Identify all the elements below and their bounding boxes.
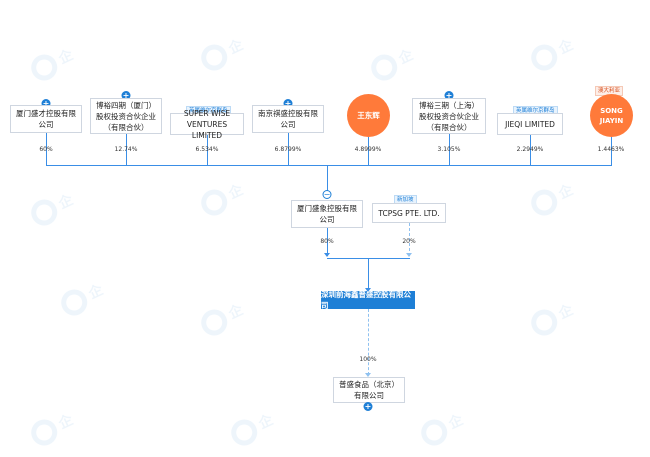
- watermark-logo: 企: [526, 167, 603, 224]
- expand-plus-icon[interactable]: +: [363, 402, 373, 411]
- connector-line: [449, 134, 450, 165]
- shareholder-node[interactable]: 厦门盛才控股有限公司: [10, 105, 82, 133]
- watermark-logo: 企: [26, 397, 103, 454]
- watermark-logo: 企: [196, 22, 273, 79]
- arrow-icon: [324, 253, 330, 257]
- collapse-minus-icon[interactable]: −: [322, 190, 332, 199]
- connector-line-dashed: [368, 309, 369, 375]
- connector-bus: [46, 165, 612, 166]
- connector-line: [126, 134, 127, 165]
- connector-line: [327, 165, 328, 196]
- connector-line: [46, 133, 47, 165]
- subsidiary-node[interactable]: 普盛食品（北京）有限公司: [333, 377, 405, 403]
- shareholder-node[interactable]: 博裕四期（厦门）股权投资合伙企业（有限合伙）: [90, 98, 162, 134]
- connector-line: [611, 137, 612, 165]
- watermark-logo: 企: [366, 32, 443, 89]
- arrow-icon: [365, 288, 371, 292]
- connector-line: [288, 133, 289, 165]
- share-percent: 3.105%: [437, 146, 461, 153]
- share-percent: 100%: [359, 356, 377, 363]
- expand-plus-icon[interactable]: +: [41, 99, 51, 108]
- watermark-logo: 企: [26, 32, 103, 89]
- shareholder-node[interactable]: 博裕三期（上海）股权投资合伙企业（有限合伙）: [412, 98, 486, 134]
- expand-plus-icon[interactable]: +: [283, 99, 293, 108]
- middle-company-node[interactable]: TCPSG PTE. LTD.: [372, 203, 446, 223]
- watermark-logo: 企: [196, 167, 273, 224]
- person-node[interactable]: SONG JIAYIN: [590, 94, 633, 137]
- watermark-logo: 企: [526, 22, 603, 79]
- connector-line: [368, 258, 369, 290]
- arrow-icon: [365, 373, 371, 377]
- share-percent: 4.8999%: [354, 146, 382, 153]
- connector-line-dashed: [409, 223, 410, 256]
- arrow-icon: [406, 253, 412, 257]
- watermark-logo: 企: [26, 177, 103, 234]
- watermark-logo: 企: [56, 267, 133, 324]
- share-percent: 20%: [402, 238, 416, 245]
- focus-company-node[interactable]: 深圳前海鑫普盛控股有限公司: [321, 290, 415, 310]
- connector-line: [327, 228, 328, 256]
- share-percent: 80%: [320, 238, 334, 245]
- shareholder-node[interactable]: SUPER WISE VENTURES LIMITED: [170, 109, 244, 140]
- connector-line: [207, 135, 208, 165]
- connector-line: [368, 137, 369, 165]
- connector-line: [530, 135, 531, 165]
- expand-plus-icon[interactable]: +: [444, 91, 454, 100]
- share-percent: 12.74%: [114, 146, 138, 153]
- share-percent: 6.534%: [195, 146, 219, 153]
- share-percent: 2.2949%: [516, 146, 544, 153]
- watermark-logo: 企: [526, 287, 603, 344]
- share-percent: 1.4463%: [597, 146, 625, 153]
- share-percent: 60%: [39, 146, 53, 153]
- watermark-logo: 企: [416, 397, 493, 454]
- share-percent: 6.8799%: [274, 146, 302, 153]
- middle-company-node[interactable]: 厦门盛象控股有限公司: [291, 200, 363, 228]
- watermark-logo: 企: [196, 287, 273, 344]
- shareholder-node[interactable]: 南京祺盛控股有限公司: [252, 105, 324, 133]
- shareholder-node[interactable]: JIEQI LIMITED: [497, 113, 563, 135]
- watermark-logo: 企: [226, 397, 303, 454]
- expand-plus-icon[interactable]: +: [121, 91, 131, 100]
- person-node[interactable]: 王东辉: [347, 94, 390, 137]
